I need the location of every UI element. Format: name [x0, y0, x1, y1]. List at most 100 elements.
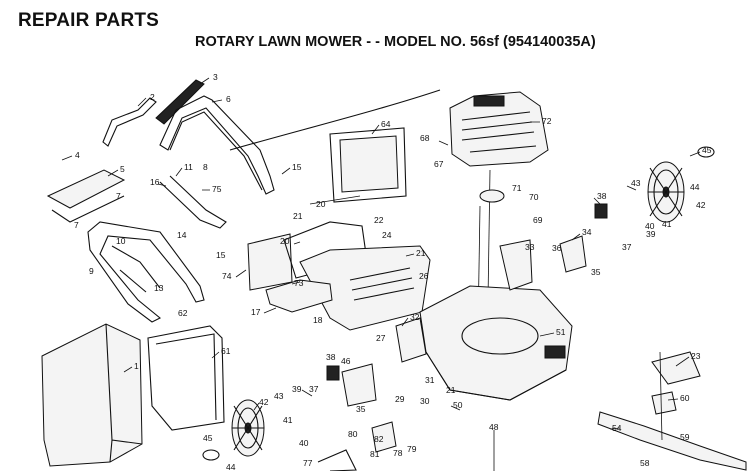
callout-16: 16 — [150, 177, 160, 187]
callout-21-upper: 21 — [293, 211, 303, 221]
callout-3: 3 — [213, 72, 218, 82]
page-title: REPAIR PARTS — [18, 10, 160, 31]
lower-handle-inner — [111, 245, 161, 293]
callout-77: 77 — [303, 458, 313, 468]
blade-adapter — [479, 189, 505, 203]
callout-37-lower: 37 — [309, 384, 319, 394]
callout-41-lower: 41 — [283, 415, 293, 425]
wheel-cap-upper — [697, 146, 715, 158]
callout-34: 34 — [582, 227, 592, 237]
grass-catcher-bag — [41, 323, 143, 467]
lower-handle-bar — [159, 175, 227, 229]
mulch-plug — [371, 421, 397, 453]
blade — [597, 411, 747, 471]
deck-skirt — [425, 351, 567, 401]
front-wheel-lower — [231, 399, 265, 457]
callout-35-upper: 35 — [591, 267, 601, 277]
height-adjuster-lower — [341, 363, 377, 407]
adjuster-knob-upper — [594, 203, 608, 219]
callout-73: 73 — [294, 278, 304, 288]
callout-27: 27 — [376, 333, 386, 343]
callout-71: 71 — [512, 183, 522, 193]
callout-82: 82 — [374, 434, 384, 444]
handle-panel-detail — [51, 195, 125, 223]
engine-cover-plate — [329, 127, 407, 203]
callout-4: 4 — [75, 150, 80, 160]
callout-58: 58 — [640, 458, 650, 468]
callout-43-upper: 43 — [631, 178, 641, 188]
deflector-ribs — [349, 267, 415, 301]
callout-45-upper: 45 — [702, 145, 712, 155]
callout-36: 36 — [552, 243, 562, 253]
handle-panel — [46, 169, 126, 209]
adjuster-knob-lower — [326, 365, 340, 381]
throttle-cable — [229, 89, 441, 151]
grass-catcher-bag-side — [105, 323, 143, 463]
callout-67: 67 — [434, 159, 444, 169]
callout-37-upper: 37 — [622, 242, 632, 252]
callout-1: 1 — [134, 361, 139, 371]
callout-15-lower: 15 — [216, 250, 226, 260]
callout-26: 26 — [419, 271, 429, 281]
callout-42-upper: 42 — [696, 200, 706, 210]
handle-grip — [155, 79, 205, 125]
rear-bracket — [265, 279, 333, 313]
drive-housing — [651, 351, 701, 385]
callout-68: 68 — [420, 133, 430, 143]
callout-21-lower: 21 — [446, 385, 456, 395]
callout-9: 9 — [89, 266, 94, 276]
callout-42-lower: 42 — [259, 397, 269, 407]
callout-7-upper: 7 — [116, 191, 121, 201]
wheel-cap-lower — [202, 449, 220, 461]
deck-vents — [544, 345, 566, 359]
callout-59: 59 — [680, 432, 690, 442]
callout-7-lower: 7 — [74, 220, 79, 230]
callout-39-lower: 39 — [292, 384, 302, 394]
callout-24: 24 — [382, 230, 392, 240]
callout-70: 70 — [529, 192, 539, 202]
callout-13: 13 — [154, 283, 164, 293]
rear-wheel-upper — [647, 161, 685, 223]
callout-30: 30 — [420, 396, 430, 406]
callout-72: 72 — [542, 116, 552, 126]
callout-10: 10 — [116, 236, 126, 246]
callout-80: 80 — [348, 429, 358, 439]
grass-catcher-frame — [147, 325, 225, 431]
engine-fins — [461, 111, 537, 153]
callout-17: 17 — [251, 307, 261, 317]
blade-adapter-lower — [651, 391, 677, 415]
callout-33: 33 — [525, 242, 535, 252]
callout-50: 50 — [453, 400, 463, 410]
side-bracket — [395, 317, 427, 363]
callout-31: 31 — [425, 375, 435, 385]
mower-deck — [419, 285, 573, 401]
callout-75: 75 — [212, 184, 222, 194]
callout-41-upper: 41 — [662, 219, 672, 229]
callout-21-right: 21 — [416, 248, 426, 258]
callout-46: 46 — [341, 356, 351, 366]
discharge-chute — [317, 449, 357, 471]
callout-20-upper: 20 — [316, 199, 326, 209]
callout-5: 5 — [120, 164, 125, 174]
callout-29: 29 — [395, 394, 405, 404]
callout-18: 18 — [313, 315, 323, 325]
callout-40-upper: 40 — [645, 221, 655, 231]
handle-control-rod — [102, 97, 157, 147]
upper-handle-inner — [169, 111, 263, 191]
callout-40-lower: 40 — [299, 438, 309, 448]
callout-61: 61 — [221, 346, 231, 356]
callout-69: 69 — [533, 215, 543, 225]
callout-79: 79 — [407, 444, 417, 454]
callout-23: 23 — [691, 351, 701, 361]
lower-handle — [87, 221, 205, 323]
callout-43-lower: 43 — [274, 391, 284, 401]
callout-45-lower: 45 — [203, 433, 213, 443]
callout-2: 2 — [150, 92, 155, 102]
callout-64: 64 — [381, 119, 391, 129]
callout-51: 51 — [556, 327, 566, 337]
callout-14: 14 — [177, 230, 187, 240]
callout-78: 78 — [393, 448, 403, 458]
leader-lines — [61, 77, 701, 430]
callout-6: 6 — [226, 94, 231, 104]
